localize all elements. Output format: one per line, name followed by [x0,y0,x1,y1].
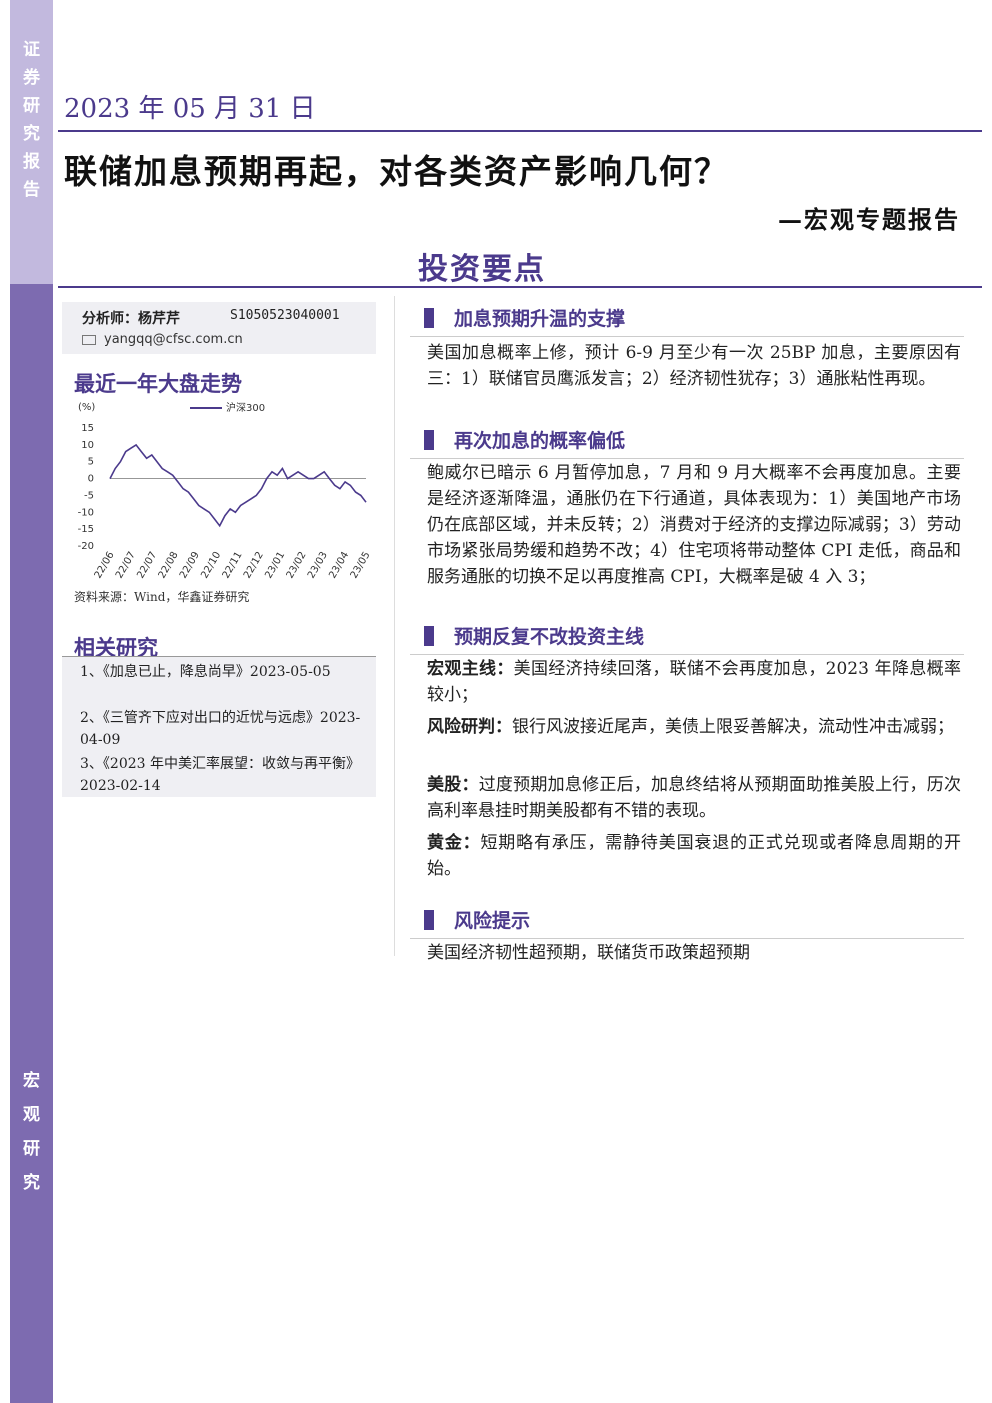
y-tick-label: -15 [78,524,94,535]
section-heading-mainline: 预期反复不改投资主线 [410,622,964,655]
section-heading-text: 预期反复不改投资主线 [454,626,645,648]
sidebar-top-band [10,0,53,284]
related-item[interactable]: 3、《2023 年中美汇率展望：收敛与再平衡》2023-02-14 [80,756,360,794]
y-tick-label: 5 [88,457,94,468]
section-paragraph: 鲍威尔已暗示 6 月暂停加息，7 月和 9 月大概率不会再度加息。主要是经济逐渐… [427,460,961,590]
paragraph-text: 美国经济持续回落，联储不会再度加息，2023 年降息概率较小； [427,659,962,705]
sidebar: 证券研究报告 宏观研究 [10,0,53,1403]
section-paragraph: 风险研判：银行风波接近尾声，美债上限妥善解决，流动性冲击减弱； [427,714,961,740]
section-paragraph: 宏观主线：美国经济持续回落，联储不会再度加息，2023 年降息概率较小； [427,656,961,708]
y-tick-label: -20 [78,541,94,552]
market-title: 最近一年大盘走势 [74,371,242,396]
paragraph-text: 鲍威尔已暗示 6 月暂停加息，7 月和 9 月大概率不会再度加息。主要是经济逐渐… [427,463,961,587]
analyst-code: S1050523040001 [230,308,340,323]
heading-marker-icon [424,909,434,930]
x-tick-label: 22/07 [114,550,138,580]
report-title: 联储加息预期再起，对各类资产影响几何？ [64,152,729,191]
sidebar-char: 报 [23,152,40,172]
related-item[interactable]: 2、《三管齐下应对出口的近忧与远虑》2023-04-09 [80,710,361,748]
chart-source: 资料来源：Wind，华鑫证券研究 [74,590,250,604]
related-box: 1、《加息已止，降息尚早》2023-05-05 2、《三管齐下应对出口的近忧与远… [62,657,376,797]
y-axis-label: (%) [78,402,95,413]
sidebar-char: 究 [23,124,40,144]
heading-underline [410,938,964,939]
market-chart-svg: (%)沪深300151050-5-10-15-2022/0622/0722/07… [78,401,373,580]
heading-marker-icon [424,429,434,450]
x-tick-label: 22/08 [157,550,181,580]
mail-icon [82,334,96,345]
y-tick-label: -10 [78,507,94,518]
paragraph-text: 过度预期加息修正后，加息终结将从预期面助推美股上行，历次高利率悬挂时期美股都有不… [427,775,962,821]
y-tick-label: 10 [81,440,94,451]
analyst-email[interactable]: yangqq@cfsc.com.cn [104,332,243,347]
heading-marker-icon [424,307,434,328]
section-paragraph: 黄金：短期略有承压，需静待美国衰退的正式兑现或者降息周期的开始。 [427,830,961,882]
header-rule [58,130,982,132]
paragraph-text: 美国加息概率上修，预计 6-9 月至少有一次 25BP 加息，主要原因有三：1）… [427,343,961,389]
related-rule [62,656,376,657]
y-tick-label: 15 [81,423,94,434]
x-tick-label: 23/03 [306,550,330,580]
report-subtitle: —宏观专题报告 [778,205,960,234]
sidebar-char: 证 [23,40,40,60]
section-heading-text: 再次加息的概率偏低 [454,430,626,452]
paragraph-lead: 黄金： [427,833,481,853]
column-divider [394,296,395,956]
sidebar-char: 券 [23,68,40,88]
report-date: 2023 年 05 月 31 日 [64,94,316,124]
x-tick-label: 23/05 [349,550,373,580]
x-tick-label: 22/10 [199,550,223,580]
x-tick-label: 23/04 [327,550,351,580]
paragraph-text: 银行风波接近尾声，美债上限妥善解决，流动性冲击减弱； [512,717,954,737]
section-heading-probability: 再次加息的概率偏低 [410,426,964,459]
sidebar-char: 告 [23,180,40,200]
heading-marker-icon [424,625,434,646]
section-paragraph: 美国加息概率上修，预计 6-9 月至少有一次 25BP 加息，主要原因有三：1）… [427,340,961,392]
y-tick-label: -5 [84,490,94,501]
section-heading-text: 风险提示 [454,910,531,932]
analyst-email-row: yangqq@cfsc.com.cn [82,332,243,347]
heading-underline [410,336,964,337]
paragraph-lead: 美股： [427,775,479,795]
paragraph-lead: 宏观主线： [427,659,514,679]
sidebar-char: 宏 [23,1071,40,1091]
paragraph-lead: 风险研判： [427,717,512,737]
section-rule [58,286,982,288]
analyst-name: 分析师：杨芹芹 [82,311,180,327]
x-tick-label: 22/12 [242,550,266,580]
x-tick-label: 22/07 [135,550,159,580]
x-tick-label: 23/02 [285,550,309,580]
x-tick-label: 23/01 [263,550,287,580]
sidebar-label-macro: 宏观研究 [10,1064,53,1200]
x-tick-label: 22/06 [93,550,117,580]
paragraph-text: 美国经济韧性超预期，联储货币政策超预期 [427,943,750,963]
section-heading-risk: 风险提示 [410,906,964,939]
sidebar-char: 研 [23,1139,40,1159]
sidebar-char: 究 [23,1173,40,1193]
legend-label: 沪深300 [226,401,265,414]
sidebar-label-report: 证券研究报告 [10,36,53,204]
related-item[interactable]: 1、《加息已止，降息尚早》2023-05-05 [80,664,331,680]
heading-underline [410,458,964,459]
analyst-box: 分析师：杨芹芹 S1050523040001 yangqq@cfsc.com.c… [62,302,376,354]
section-heading-support: 加息预期升温的支撑 [410,304,964,337]
paragraph-text: 短期略有承压，需静待美国衰退的正式兑现或者降息周期的开始。 [427,833,962,879]
sidebar-char: 观 [23,1105,40,1125]
series-line-hs300 [109,443,367,528]
section-heading-text: 加息预期升温的支撑 [454,308,626,330]
related-title: 相关研究 [74,635,158,660]
sidebar-char: 研 [23,96,40,116]
y-tick-label: 0 [88,474,94,485]
x-tick-label: 22/11 [221,550,245,580]
section-paragraph: 美国经济韧性超预期，联储货币政策超预期 [427,940,961,966]
heading-underline [410,654,964,655]
keypoints-title: 投资要点 [418,252,546,287]
section-paragraph: 美股：过度预期加息修正后，加息终结将从预期面助推美股上行，历次高利率悬挂时期美股… [427,772,961,824]
x-tick-label: 22/09 [178,550,202,580]
